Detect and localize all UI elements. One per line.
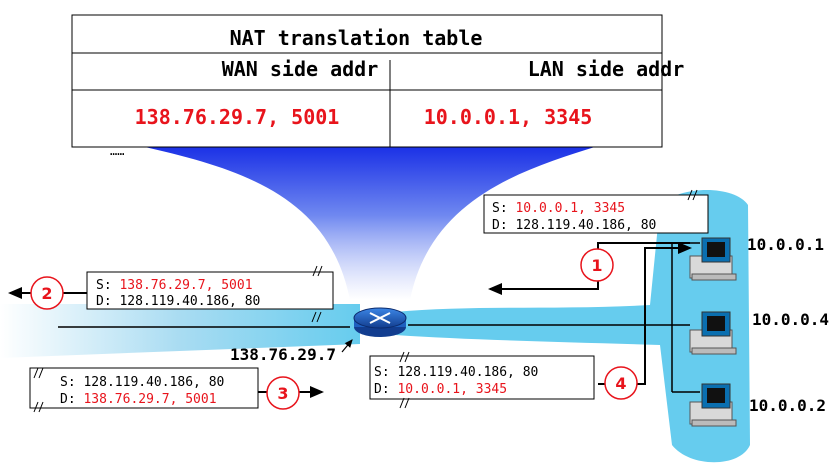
packet-4-dst: 10.0.0.1, 3345 — [397, 382, 507, 397]
svg-text:3: 3 — [277, 384, 288, 403]
packet-1-dst: 128.119.40.186, 80 — [515, 218, 656, 233]
svg-text:S: 138.76.29.7, 5001: S: 138.76.29.7, 5001 — [96, 278, 253, 293]
translation-funnel — [140, 146, 598, 300]
step-3-badge: 3 — [266, 376, 300, 410]
packet-2-src: 138.76.29.7, 5001 — [119, 278, 252, 293]
packet-1-src: 10.0.0.1, 3345 — [515, 201, 625, 216]
packet-1-dst-prefix: D: — [492, 218, 515, 233]
host-computer-icon — [689, 237, 737, 281]
nat-router-icon — [353, 307, 407, 337]
svg-text:D: 128.119.40.186, 80: D: 128.119.40.186, 80 — [492, 218, 656, 233]
svg-text:D: 10.0.0.1, 3345: D: 10.0.0.1, 3345 — [374, 382, 507, 397]
lan-network-region — [395, 190, 750, 463]
step-1-badge: 1 — [580, 248, 614, 282]
router-ip-pointer — [341, 339, 353, 353]
table-ellipsis: …… — [110, 144, 124, 158]
table-row-wan-value: 138.76.29.7, 5001 — [135, 105, 340, 129]
host-label: 10.0.0.4 — [752, 310, 829, 329]
svg-text:4: 4 — [615, 374, 626, 393]
host-label: 10.0.0.1 — [747, 235, 824, 254]
packet-4-src-prefix: S: — [374, 365, 397, 380]
packet-2-dst: 128.119.40.186, 80 — [119, 294, 260, 309]
wan-network-band — [0, 304, 360, 358]
host-computer-icon — [689, 311, 737, 355]
table-title: NAT translation table — [230, 26, 483, 50]
packet-3-src: 128.119.40.186, 80 — [83, 375, 224, 390]
packet-1: S: 10.0.0.1, 3345 D: 128.119.40.186, 80 — [483, 189, 709, 234]
svg-text:S: 10.0.0.1, 3345: S: 10.0.0.1, 3345 — [492, 201, 625, 216]
host-computer-icon — [689, 383, 737, 427]
router-ip-label: 138.76.29.7 — [230, 345, 336, 364]
svg-text:D: 128.119.40.186, 80: D: 128.119.40.186, 80 — [96, 294, 260, 309]
packet-3: S: 128.119.40.186, 80 D: 138.76.29.7, 50… — [29, 367, 259, 413]
link-break-mark — [311, 311, 322, 323]
svg-text:S: 128.119.40.186, 80: S: 128.119.40.186, 80 — [60, 375, 224, 390]
packet-4: S: 128.119.40.186, 80 D: 10.0.0.1, 3345 — [369, 351, 595, 409]
svg-text:S: 128.119.40.186, 80: S: 128.119.40.186, 80 — [374, 365, 538, 380]
host-label: 10.0.0.2 — [749, 396, 826, 415]
svg-text:1: 1 — [591, 256, 602, 275]
packet-2-dst-prefix: D: — [96, 294, 119, 309]
packet-1-src-prefix: S: — [492, 201, 515, 216]
svg-text:2: 2 — [41, 284, 52, 303]
lan-column-header: LAN side addr — [528, 57, 685, 81]
packet-3-src-prefix: S: — [60, 375, 83, 390]
svg-text:D: 138.76.29.7, 5001: D: 138.76.29.7, 5001 — [60, 392, 217, 407]
packet-2: S: 138.76.29.7, 5001 D: 128.119.40.186, … — [86, 265, 334, 310]
packet-4-src: 128.119.40.186, 80 — [397, 365, 538, 380]
nat-translation-table: NAT translation table WAN side addr LAN … — [71, 14, 685, 158]
step-2-badge: 2 — [30, 276, 64, 310]
packet-4-dst-prefix: D: — [374, 382, 397, 397]
step-4-badge: 4 — [604, 366, 638, 400]
packet-3-dst-prefix: D: — [60, 392, 83, 407]
packet-2-src-prefix: S: — [96, 278, 119, 293]
packet-3-dst: 138.76.29.7, 5001 — [83, 392, 216, 407]
table-row-lan-value: 10.0.0.1, 3345 — [424, 105, 593, 129]
wan-column-header: WAN side addr — [222, 57, 379, 81]
